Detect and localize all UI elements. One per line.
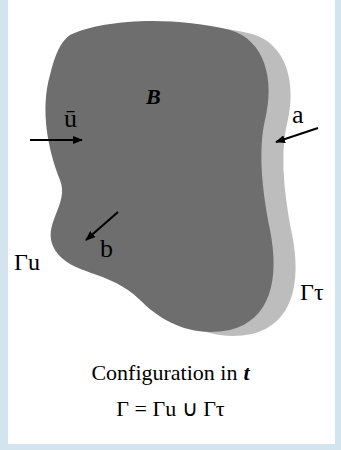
body-force-label: b	[100, 236, 113, 262]
body-front	[45, 21, 273, 332]
displacement-arrow	[30, 139, 82, 141]
boundary-label: Γτ	[300, 280, 324, 304]
displacement-label: ū	[64, 106, 77, 132]
caption-text: Configuration in	[91, 362, 237, 384]
boundary-label: Γu	[14, 250, 40, 274]
traction-label: a	[292, 102, 304, 128]
boundary-equation: Γ = Γu ∪ Γτ	[116, 398, 224, 420]
traction-arrow	[276, 128, 318, 142]
body-label: B	[146, 86, 161, 108]
caption-symbol: t	[243, 362, 249, 384]
panel-ground	[8, 0, 335, 444]
